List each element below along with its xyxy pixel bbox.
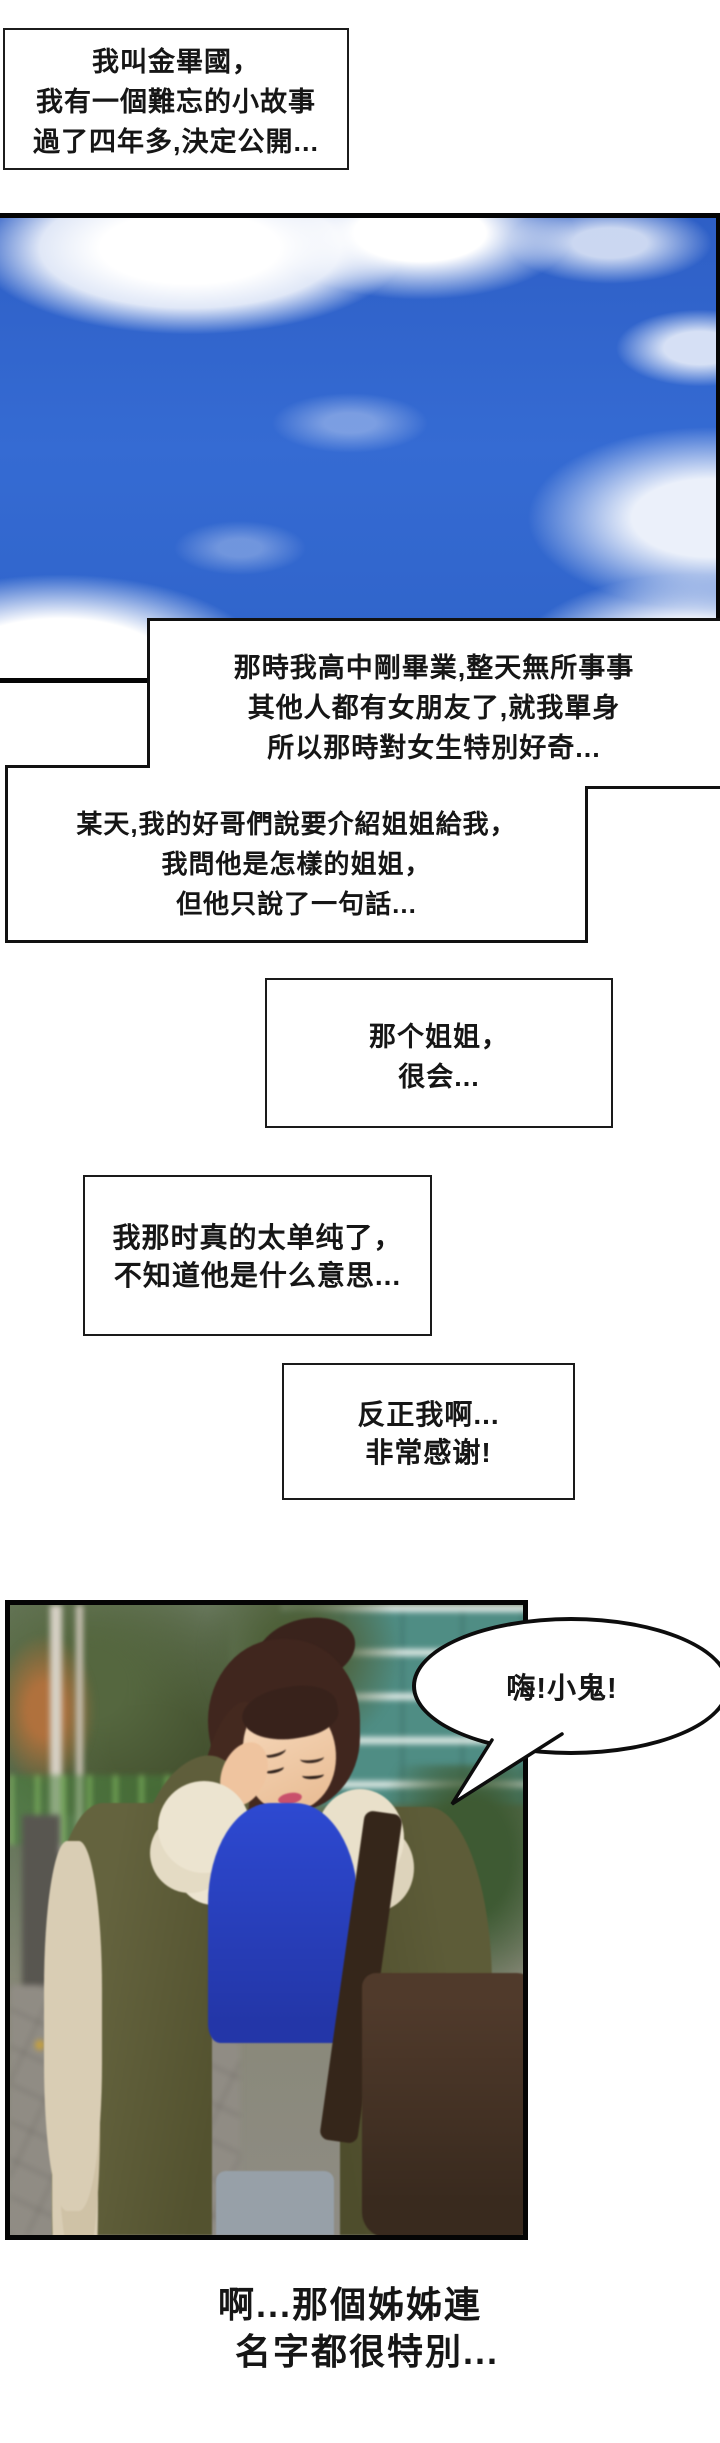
sky-photo-panel xyxy=(0,213,720,683)
woman-photo-panel xyxy=(5,1600,528,2240)
speech-bubble-text: 嗨!小鬼! xyxy=(506,1673,618,1705)
narration-line: 過了四年多,決定公開... xyxy=(32,127,319,157)
narration-line: 那時我高中剛畢業,整天無所事事 xyxy=(233,653,635,683)
narration-line: 反正我啊... xyxy=(357,1399,500,1430)
narration-box-naive: 我那时真的太单纯了， 不知道他是什么意思... xyxy=(83,1175,432,1336)
narration-line: 某天,我的好哥們說要介紹姐姐給我， xyxy=(76,809,517,839)
parka-fur-trim xyxy=(44,1841,102,2211)
caption: 啊...那個姊姊連 名字都很特別... xyxy=(130,2281,570,2375)
narration-box-thanks: 反正我啊... 非常感谢! xyxy=(282,1363,575,1500)
narration-box-that-sister: 那个姐姐， 很会... xyxy=(265,978,613,1128)
birch-trunk xyxy=(76,1605,83,1835)
blue-turtleneck xyxy=(208,1803,358,2043)
narration-box-intro: 我叫金畢國， 我有一個難忘的小故事 過了四年多,決定公開... xyxy=(3,28,349,170)
bubble-tail-outline xyxy=(450,1732,564,1806)
panel-fill-graduate xyxy=(147,618,720,788)
narration-line: 我有一個難忘的小故事 xyxy=(36,87,316,117)
jeans-peek xyxy=(216,2171,334,2235)
caption-line: 啊...那個姊姊連 xyxy=(217,2284,482,2325)
panel-outline xyxy=(5,618,720,943)
narration-line: 不知道他是什么意思... xyxy=(113,1260,402,1291)
speech-bubble xyxy=(412,1617,720,1755)
narration-line: 那个姐姐， xyxy=(369,1022,509,1052)
speech-bubble-tail xyxy=(450,1732,564,1806)
narration-line: 所以那時對女生特別好奇... xyxy=(267,733,601,763)
narration-line: 但他只說了一句話... xyxy=(176,889,417,919)
narration-line: 非常感谢! xyxy=(365,1437,492,1468)
narration-box-graduate: 那時我高中剛畢業,整天無所事事 其他人都有女朋友了,就我單身 所以那時對女生特別… xyxy=(155,648,713,768)
shoulder-bag xyxy=(362,1973,523,2235)
narration-line: 我叫金畢國， xyxy=(92,47,260,77)
panel-fill-someday xyxy=(5,765,588,943)
panel-border-lines xyxy=(5,618,720,943)
narration-box-someday: 某天,我的好哥們說要介紹姐姐給我， 我問他是怎樣的姐姐， 但他只說了一句話... xyxy=(5,804,588,924)
narration-line: 很会... xyxy=(398,1062,480,1092)
caption-line: 名字都很特別... xyxy=(234,2331,499,2372)
narration-line: 其他人都有女朋友了,就我單身 xyxy=(247,693,621,723)
narration-line: 我問他是怎樣的姐姐， xyxy=(161,849,432,879)
narration-line: 我那时真的太单纯了， xyxy=(112,1222,403,1253)
